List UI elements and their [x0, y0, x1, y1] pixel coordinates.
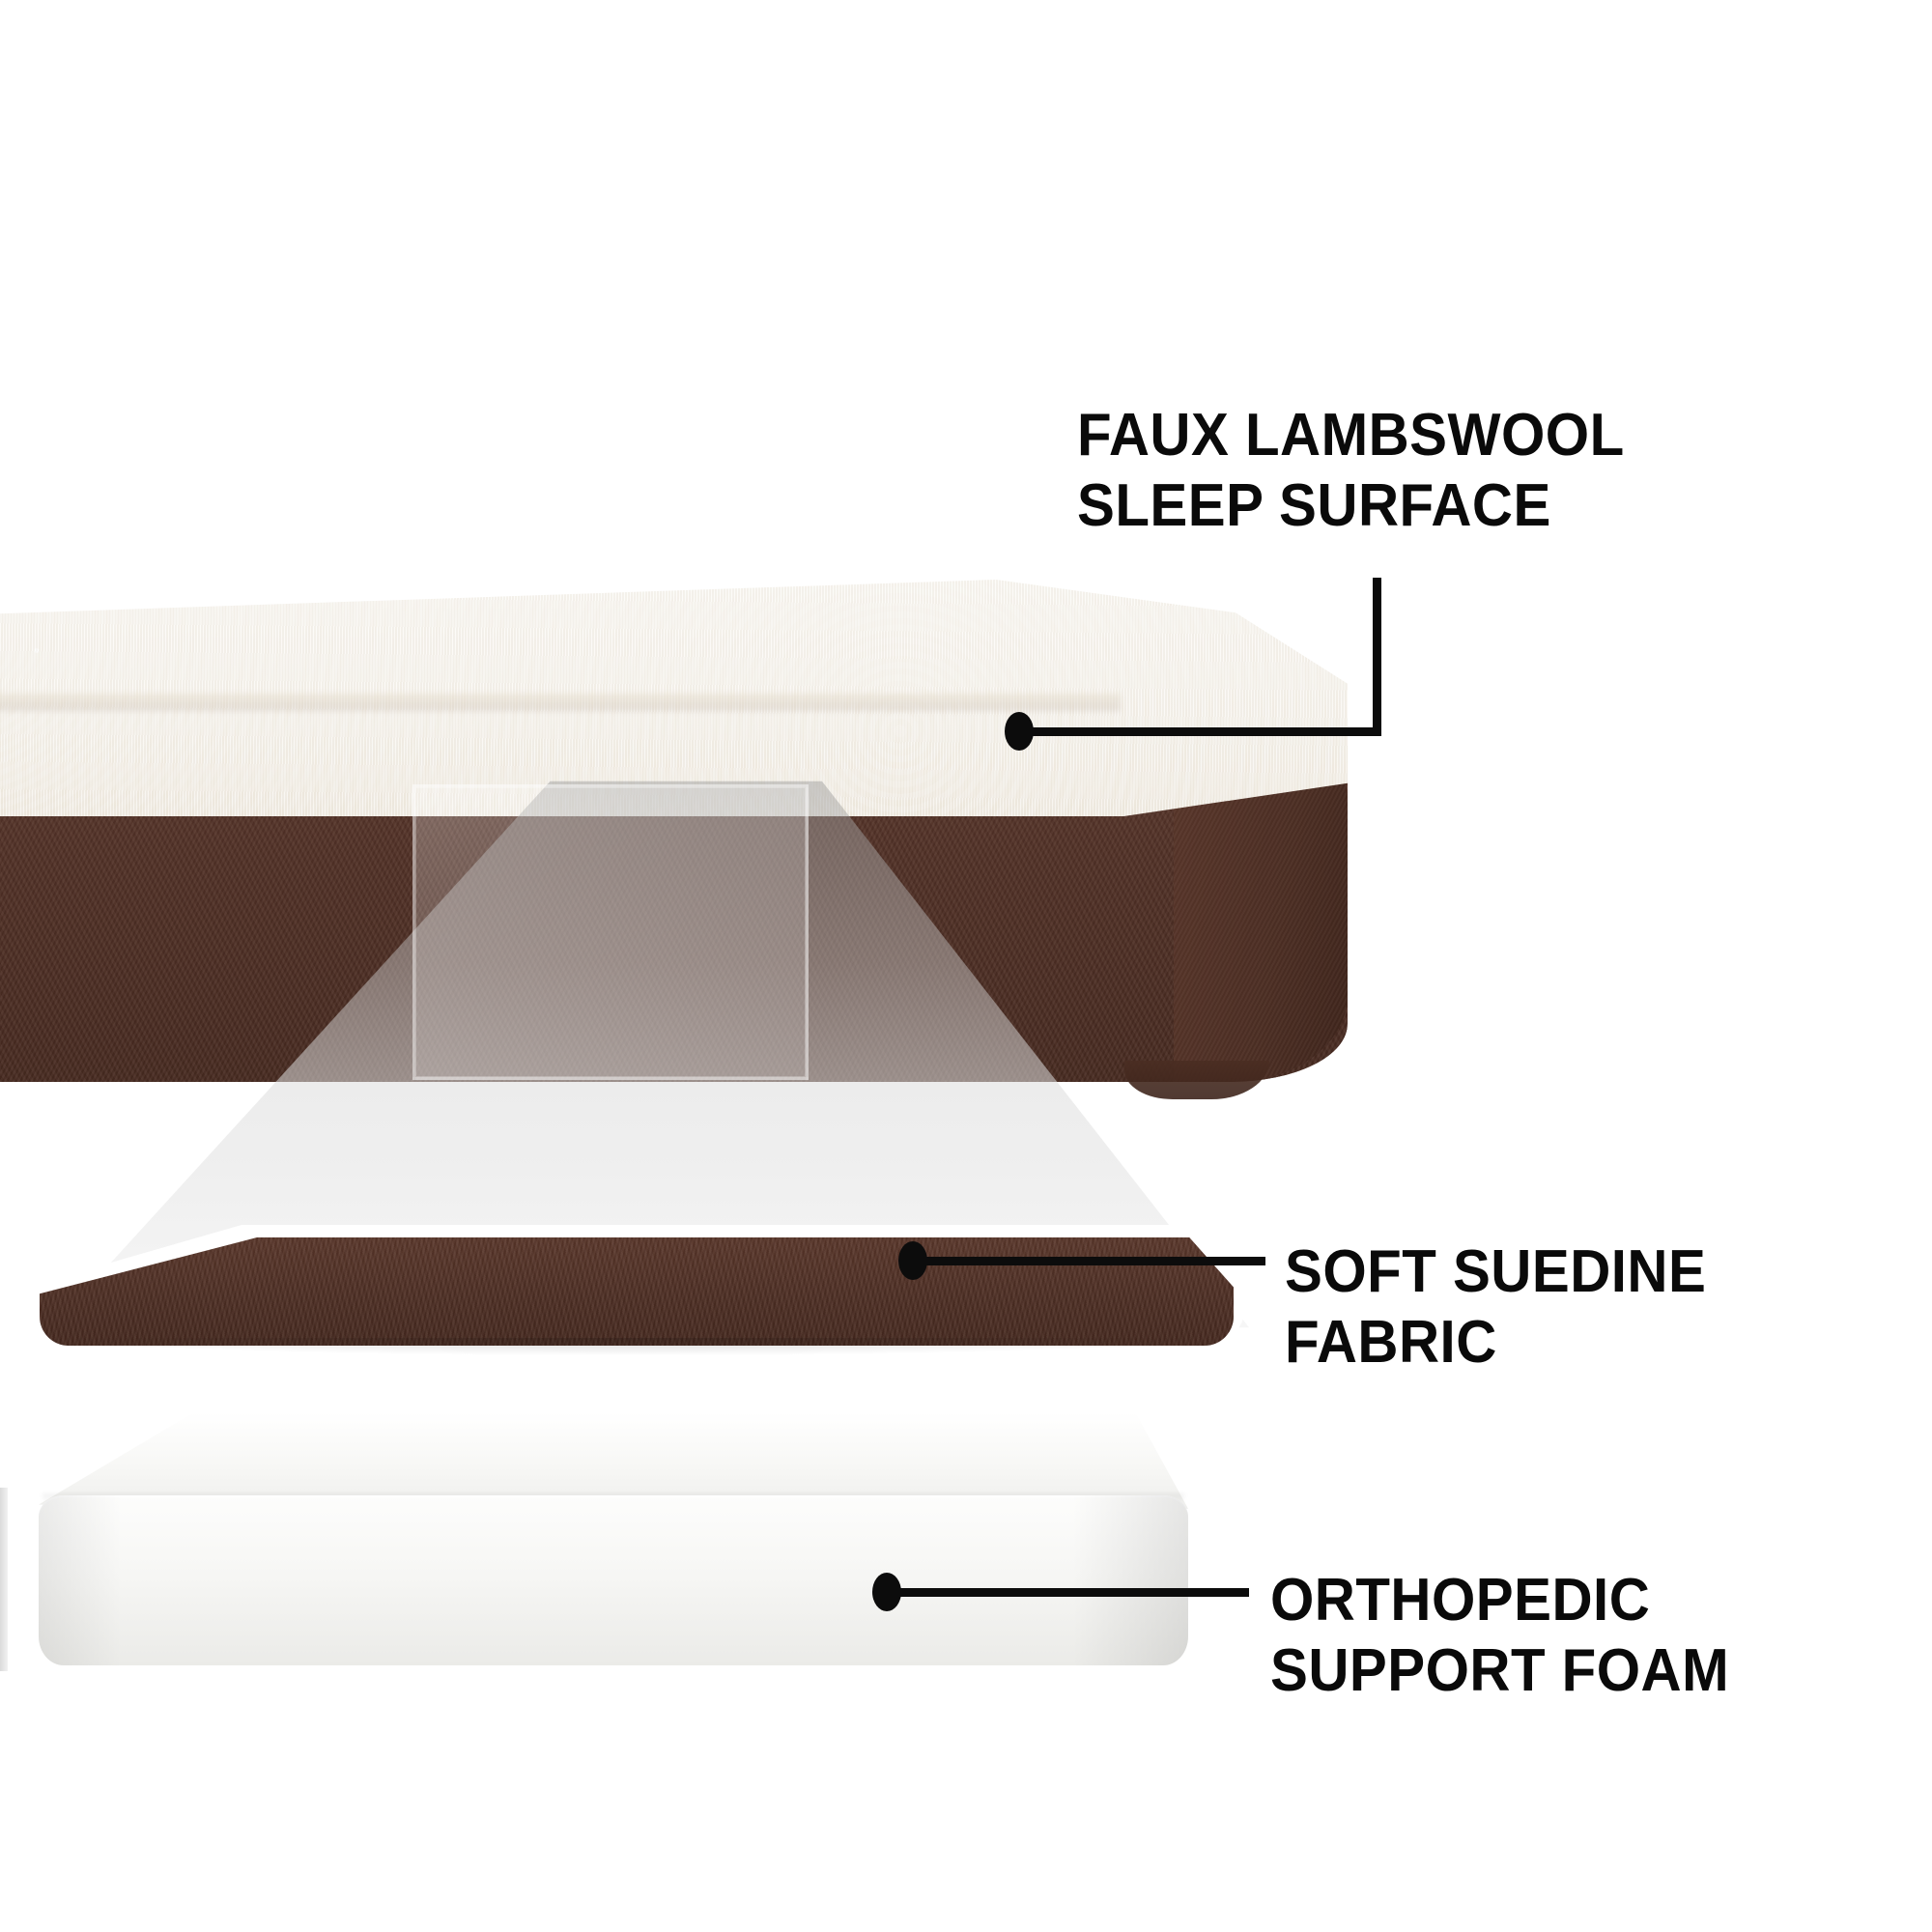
assembled-bed-layer	[0, 580, 1352, 1099]
callout-label-foam: ORTHOPEDIC SUPPORT FOAM	[1270, 1567, 1730, 1705]
inspection-pane	[412, 784, 809, 1080]
leader-line-suedine	[916, 1257, 1265, 1265]
callout-label-suedine: SOFT SUEDINE FABRIC	[1285, 1238, 1707, 1377]
callout-label-lambswool: FAUX LAMBSWOOL SLEEP SURFACE	[1077, 402, 1625, 540]
lambswool-suedine-seam	[0, 694, 1121, 711]
leader-line-foam	[890, 1588, 1249, 1597]
leader-line-lambswool-vertical	[1373, 578, 1381, 732]
foam-left-edge-strip	[0, 1488, 8, 1671]
leader-line-lambswool-horizontal	[1022, 727, 1381, 736]
bed-corner-tuck	[1124, 1061, 1269, 1099]
foam-front-face	[39, 1495, 1188, 1665]
suedine-cover-layer	[40, 1237, 1234, 1346]
foam-top-face	[39, 1412, 1188, 1509]
suedine-cover-shadow	[58, 1338, 1208, 1355]
